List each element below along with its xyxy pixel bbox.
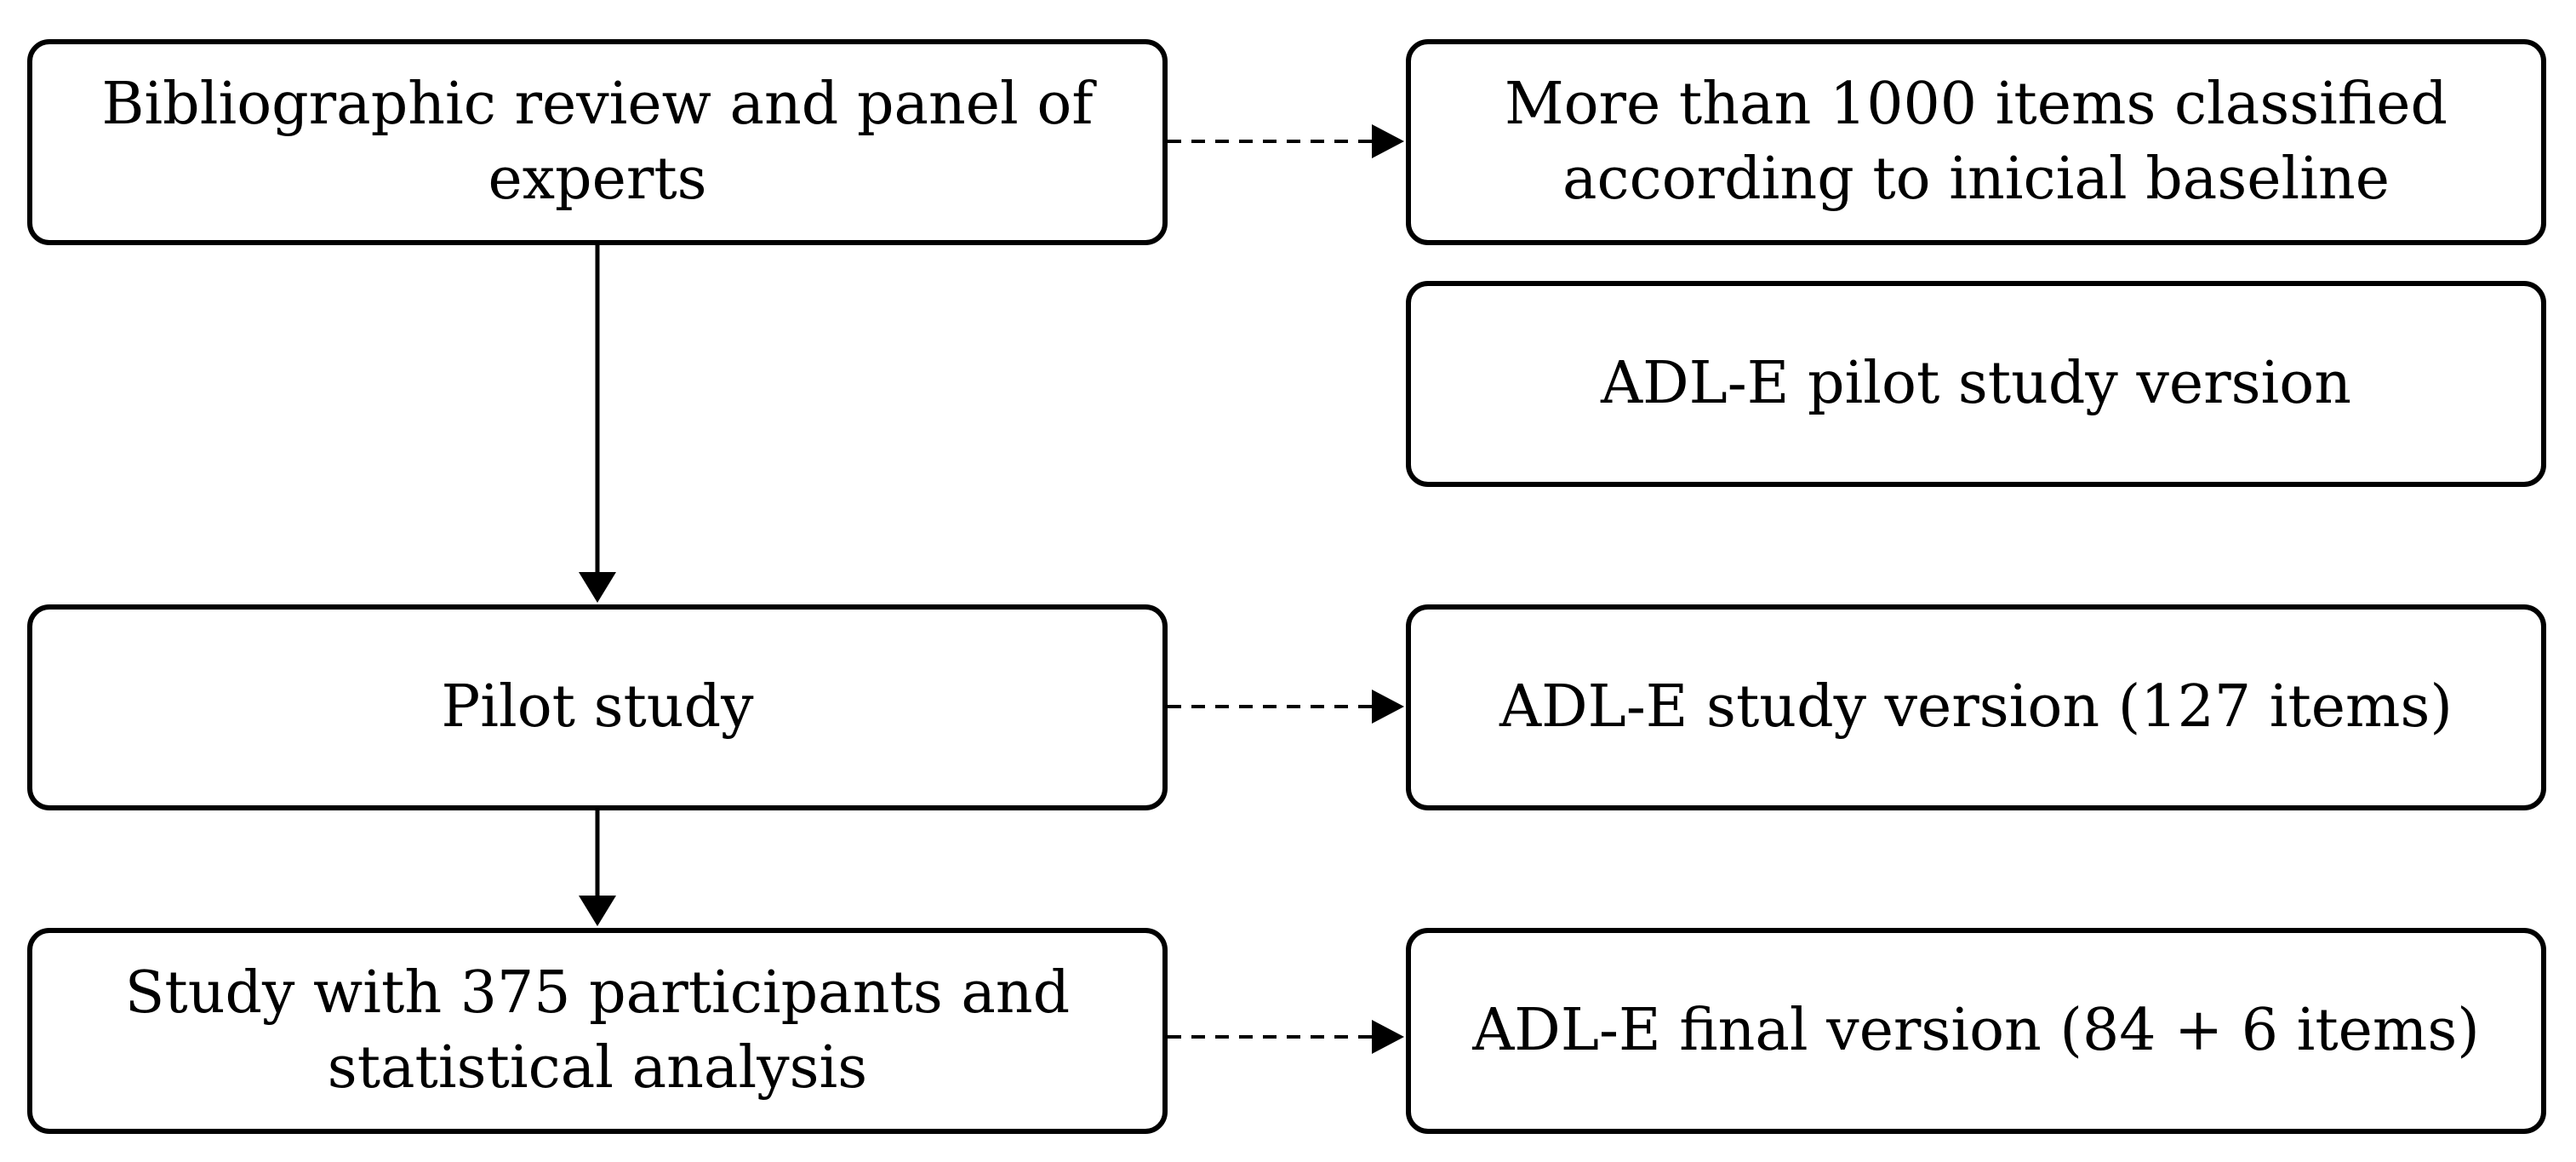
output-final-version: ADL-E final version (84 + 6 items) — [1406, 928, 2546, 1134]
arrowhead-pilot-to-studyv — [1372, 690, 1404, 724]
arrowhead-biblio-to-pilot — [579, 572, 616, 603]
output-final-version-label: ADL-E final version (84 + 6 items) — [1472, 997, 2480, 1064]
step-pilot-study: Pilot study — [27, 604, 1168, 810]
step-main-study: Study with 375 participants and statisti… — [27, 928, 1168, 1134]
output-study-version: ADL-E study version (127 items) — [1406, 604, 2546, 810]
step-bibliographic-review-label: Bibliographic review and panel of expert… — [101, 71, 1094, 213]
output-pilot-study-version-label: ADL-E pilot study version — [1600, 350, 2352, 417]
step-main-study-label: Study with 375 participants and statisti… — [124, 959, 1071, 1102]
arrowhead-biblio-to-items — [1372, 124, 1404, 158]
output-pilot-study-version: ADL-E pilot study version — [1406, 281, 2546, 487]
output-study-version-label: ADL-E study version (127 items) — [1499, 673, 2453, 741]
arrowhead-study-to-finalv — [1372, 1020, 1404, 1054]
step-pilot-study-label: Pilot study — [441, 673, 754, 741]
output-items-classified: More than 1000 items classified accordin… — [1406, 39, 2546, 245]
arrowhead-pilot-to-study — [579, 896, 616, 926]
step-bibliographic-review: Bibliographic review and panel of expert… — [27, 39, 1168, 245]
output-items-classified-label: More than 1000 items classified accordin… — [1504, 71, 2448, 213]
